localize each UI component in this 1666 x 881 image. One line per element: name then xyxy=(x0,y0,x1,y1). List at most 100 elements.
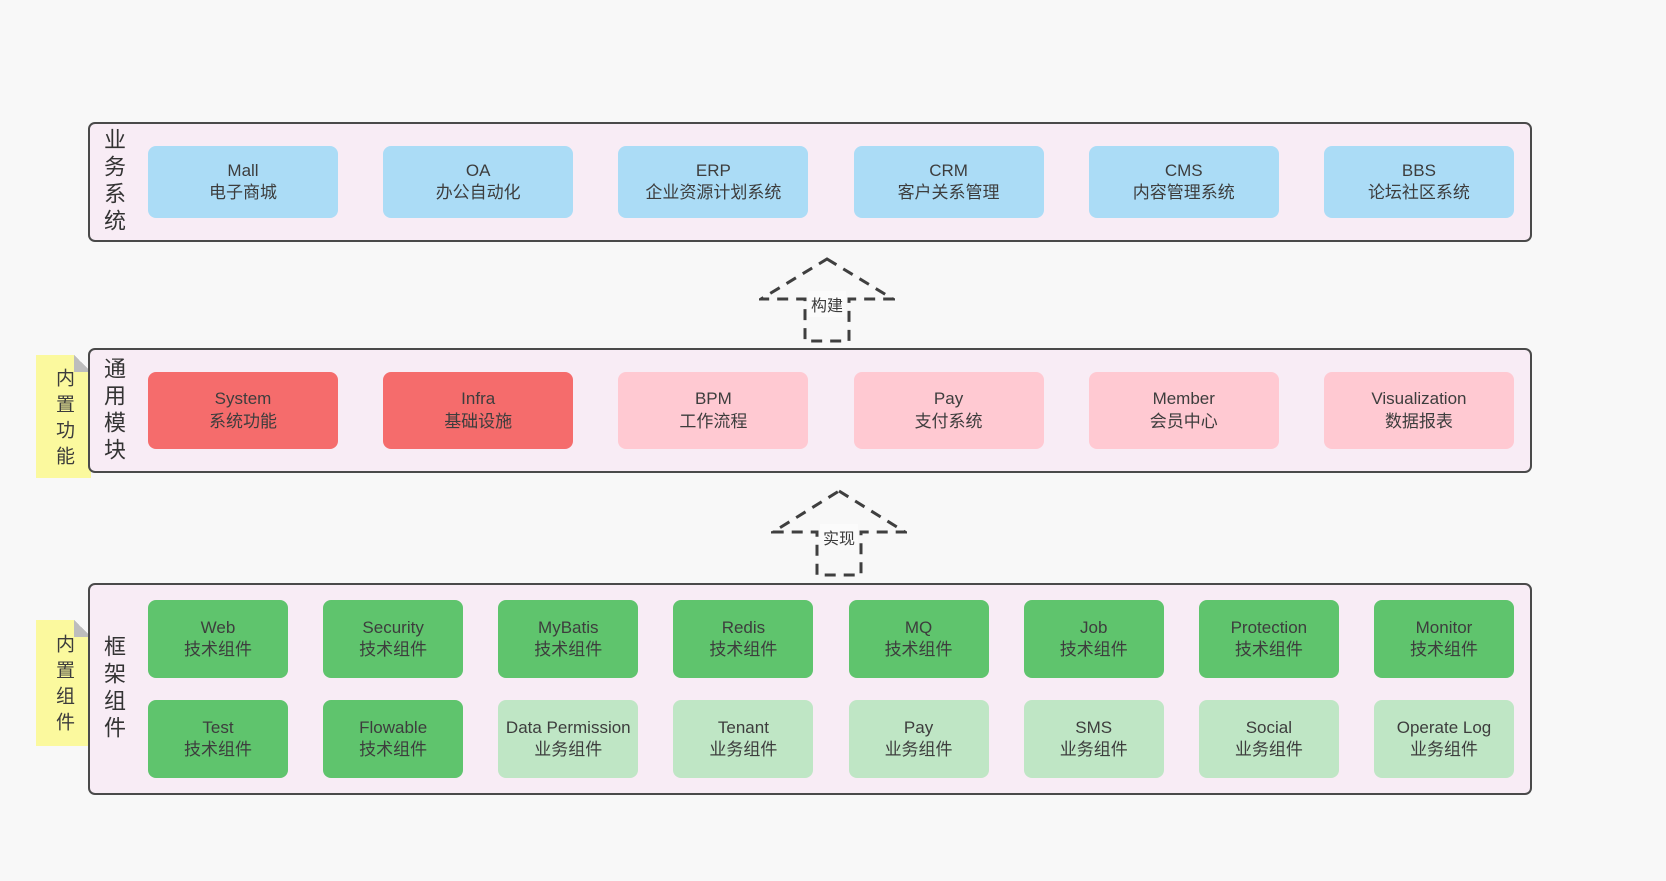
box-title: CMS xyxy=(1164,160,1203,180)
box-subtitle: 业务组件 xyxy=(1059,740,1128,759)
box-subtitle: 企业资源计划系统 xyxy=(645,183,782,202)
tech-components-row: Web 技术组件 Security 技术组件 MyBatis 技术组件 Redi… xyxy=(148,600,1514,678)
box-title: Monitor xyxy=(1415,617,1473,637)
box-subtitle: 支付系统 xyxy=(914,411,983,431)
box-title: CRM xyxy=(929,160,968,180)
box-bbs: BBS 论坛社区系统 xyxy=(1323,146,1514,218)
box-title: Mall xyxy=(227,160,259,180)
folded-corner-icon xyxy=(74,620,91,637)
box-title: MyBatis xyxy=(538,617,599,637)
box-title: Security xyxy=(362,617,424,637)
sticky-label: 内置功能 xyxy=(53,367,74,472)
box-title: Infra xyxy=(461,389,496,409)
panel-label-modules: 通用模块 xyxy=(101,356,126,465)
box-subtitle: 技术组件 xyxy=(184,640,252,659)
modules-boxes-row: System 系统功能 Infra 基础设施 BPM 工作流程 Pay 支付系统… xyxy=(148,372,1514,449)
arrow-label: 实现 xyxy=(819,524,859,551)
business-components-row: Test 技术组件 Flowable 技术组件 Data Permission … xyxy=(148,700,1514,778)
box-subtitle: 业务组件 xyxy=(534,740,603,759)
box-title: OA xyxy=(465,160,491,180)
box-subtitle: 业务组件 xyxy=(709,740,778,759)
sticky-note-builtin-features: 内置功能 xyxy=(36,355,91,478)
box-subtitle: 会员中心 xyxy=(1149,411,1218,431)
box-subtitle: 技术组件 xyxy=(709,640,778,659)
box-title: Test xyxy=(202,717,234,737)
box-title: BBS xyxy=(1401,160,1436,180)
box-protection: Protection 技术组件 xyxy=(1198,600,1339,678)
box-security: Security 技术组件 xyxy=(323,600,464,678)
box-subtitle: 技术组件 xyxy=(534,640,603,659)
box-visualization: Visualization 数据报表 xyxy=(1323,372,1514,449)
box-subtitle: 技术组件 xyxy=(1234,640,1303,659)
box-flowable: Flowable 技术组件 xyxy=(323,700,464,778)
panel-label-components: 框架组件 xyxy=(101,635,126,743)
box-title: BPM xyxy=(694,389,732,409)
box-infra: Infra 基础设施 xyxy=(383,372,574,449)
box-data-permission: Data Permission 业务组件 xyxy=(498,700,639,778)
box-title: System xyxy=(214,389,272,409)
box-title: Pay xyxy=(933,389,964,409)
box-cms: CMS 内容管理系统 xyxy=(1088,146,1279,218)
up-arrow-icon xyxy=(759,257,895,343)
box-redis: Redis 技术组件 xyxy=(673,600,814,678)
box-operate-log: Operate Log 业务组件 xyxy=(1373,700,1514,778)
box-bpm: BPM 工作流程 xyxy=(618,372,809,449)
components-rows: Web 技术组件 Security 技术组件 MyBatis 技术组件 Redi… xyxy=(148,600,1514,778)
framework-components-panel: 框架组件 Web 技术组件 Security 技术组件 MyBatis 技术组件… xyxy=(88,583,1532,795)
box-erp: ERP 企业资源计划系统 xyxy=(618,146,809,218)
box-subtitle: 电子商城 xyxy=(209,183,277,202)
panel-label-business: 业务系统 xyxy=(101,128,126,236)
box-pay-component: Pay 业务组件 xyxy=(848,700,989,778)
box-tenant: Tenant 业务组件 xyxy=(673,700,814,778)
box-subtitle: 业务组件 xyxy=(1409,740,1478,759)
box-monitor: Monitor 技术组件 xyxy=(1373,600,1514,678)
sticky-note-builtin-components: 内置组件 xyxy=(36,620,91,746)
box-system: System 系统功能 xyxy=(148,372,338,449)
box-subtitle: 技术组件 xyxy=(1409,640,1478,659)
sticky-label: 内置组件 xyxy=(53,634,74,738)
box-title: Data Permission xyxy=(505,717,631,737)
box-title: Operate Log xyxy=(1396,717,1492,737)
box-pay-module: Pay 支付系统 xyxy=(853,372,1044,449)
up-arrow-icon xyxy=(771,489,907,577)
box-web: Web 技术组件 xyxy=(148,600,288,678)
box-title: Visualization xyxy=(1371,389,1467,409)
box-subtitle: 技术组件 xyxy=(184,740,252,759)
box-test: Test 技术组件 xyxy=(148,700,288,778)
arrow-label: 构建 xyxy=(807,291,847,318)
implement-arrow: 实现 xyxy=(771,489,907,577)
box-mq: MQ 技术组件 xyxy=(848,600,989,678)
box-subtitle: 基础设施 xyxy=(444,411,513,431)
box-mybatis: MyBatis 技术组件 xyxy=(498,600,639,678)
box-subtitle: 数据报表 xyxy=(1384,411,1453,431)
box-oa: OA 办公自动化 xyxy=(383,146,574,218)
box-subtitle: 业务组件 xyxy=(1234,740,1303,759)
box-subtitle: 业务组件 xyxy=(884,740,953,759)
box-social: Social 业务组件 xyxy=(1198,700,1339,778)
box-job: Job 技术组件 xyxy=(1023,600,1164,678)
box-subtitle: 工作流程 xyxy=(679,411,748,431)
box-crm: CRM 客户关系管理 xyxy=(853,146,1044,218)
business-systems-panel: 业务系统 Mall 电子商城 OA 办公自动化 ERP 企业资源计划系统 CRM… xyxy=(88,122,1532,242)
box-subtitle: 技术组件 xyxy=(359,640,428,659)
box-subtitle: 论坛社区系统 xyxy=(1367,183,1470,202)
box-title: ERP xyxy=(695,160,731,180)
box-subtitle: 系统功能 xyxy=(209,411,277,431)
box-subtitle: 客户关系管理 xyxy=(897,183,1000,202)
box-title: Redis xyxy=(721,617,766,637)
box-sms: SMS 业务组件 xyxy=(1023,700,1164,778)
box-member: Member 会员中心 xyxy=(1088,372,1279,449)
common-modules-panel: 通用模块 System 系统功能 Infra 基础设施 BPM 工作流程 Pay… xyxy=(88,348,1532,473)
box-title: Web xyxy=(200,617,236,637)
build-arrow: 构建 xyxy=(759,257,895,343)
box-subtitle: 技术组件 xyxy=(1059,640,1128,659)
box-title: MQ xyxy=(904,617,933,637)
box-subtitle: 技术组件 xyxy=(359,740,428,759)
box-title: Pay xyxy=(903,717,934,737)
box-mall: Mall 电子商城 xyxy=(148,146,338,218)
box-title: Tenant xyxy=(717,717,769,737)
box-title: Job xyxy=(1079,617,1108,637)
folded-corner-icon xyxy=(74,355,91,372)
business-boxes-row: Mall 电子商城 OA 办公自动化 ERP 企业资源计划系统 CRM 客户关系… xyxy=(148,146,1514,218)
